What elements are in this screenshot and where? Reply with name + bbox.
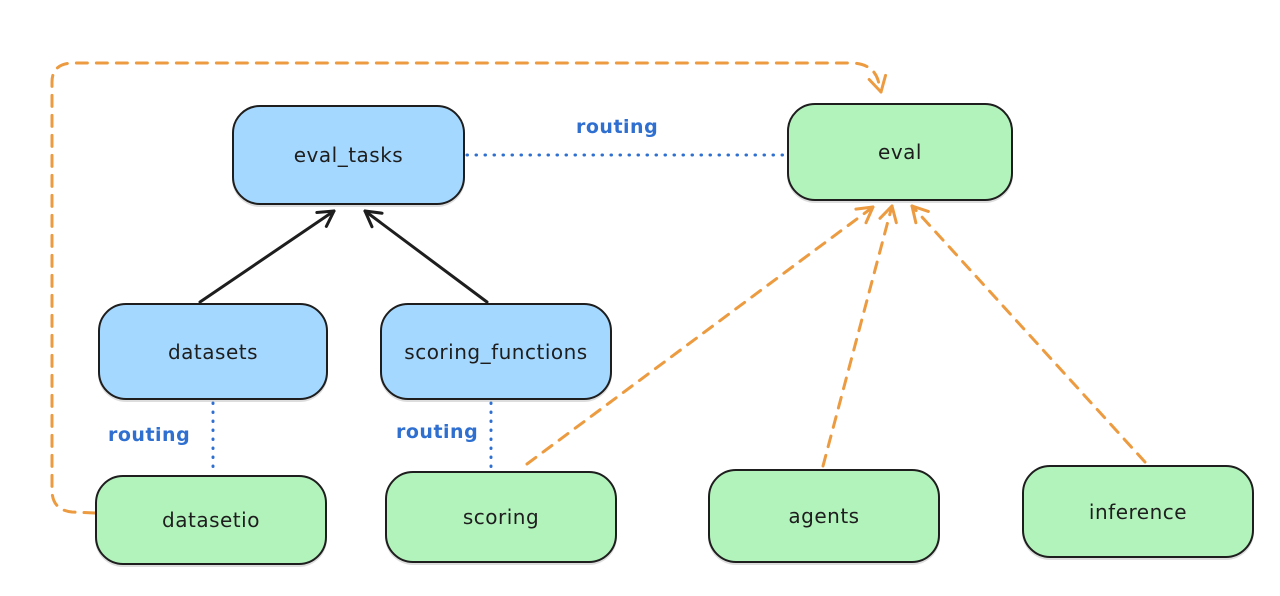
edge-agents-eval [821, 204, 898, 468]
node-eval-tasks: eval_tasks [232, 105, 465, 205]
edge-datasets-eval-tasks [198, 209, 336, 304]
node-scoring-label: scoring [462, 505, 540, 529]
node-eval-label: eval [878, 140, 922, 164]
edge-inference-eval [910, 204, 1147, 464]
node-scoring-functions-label: scoring_functions [404, 339, 588, 364]
node-datasets-label: datasets [167, 339, 259, 364]
node-eval: eval [787, 103, 1013, 201]
edge-scoring-functions-eval-tasks [363, 209, 489, 304]
edge-label-routing-datasets: routing [108, 424, 191, 446]
node-datasets: datasets [98, 303, 328, 400]
node-agents-label: agents [788, 504, 860, 528]
node-scoring: scoring [385, 471, 617, 563]
node-agents: agents [708, 469, 940, 563]
edge-scoring-eval [525, 205, 875, 466]
edge-datasetio-eval-loop [50, 61, 888, 515]
node-datasetio-label: datasetio [162, 508, 260, 532]
edge-label-routing-scoring: routing [396, 421, 479, 443]
edge-label-routing-top: routing [576, 116, 659, 138]
node-datasetio: datasetio [95, 475, 327, 565]
node-eval-tasks-label: eval_tasks [293, 143, 404, 167]
node-inference: inference [1022, 465, 1254, 558]
node-inference-label: inference [1088, 499, 1188, 524]
node-scoring-functions: scoring_functions [380, 303, 612, 400]
